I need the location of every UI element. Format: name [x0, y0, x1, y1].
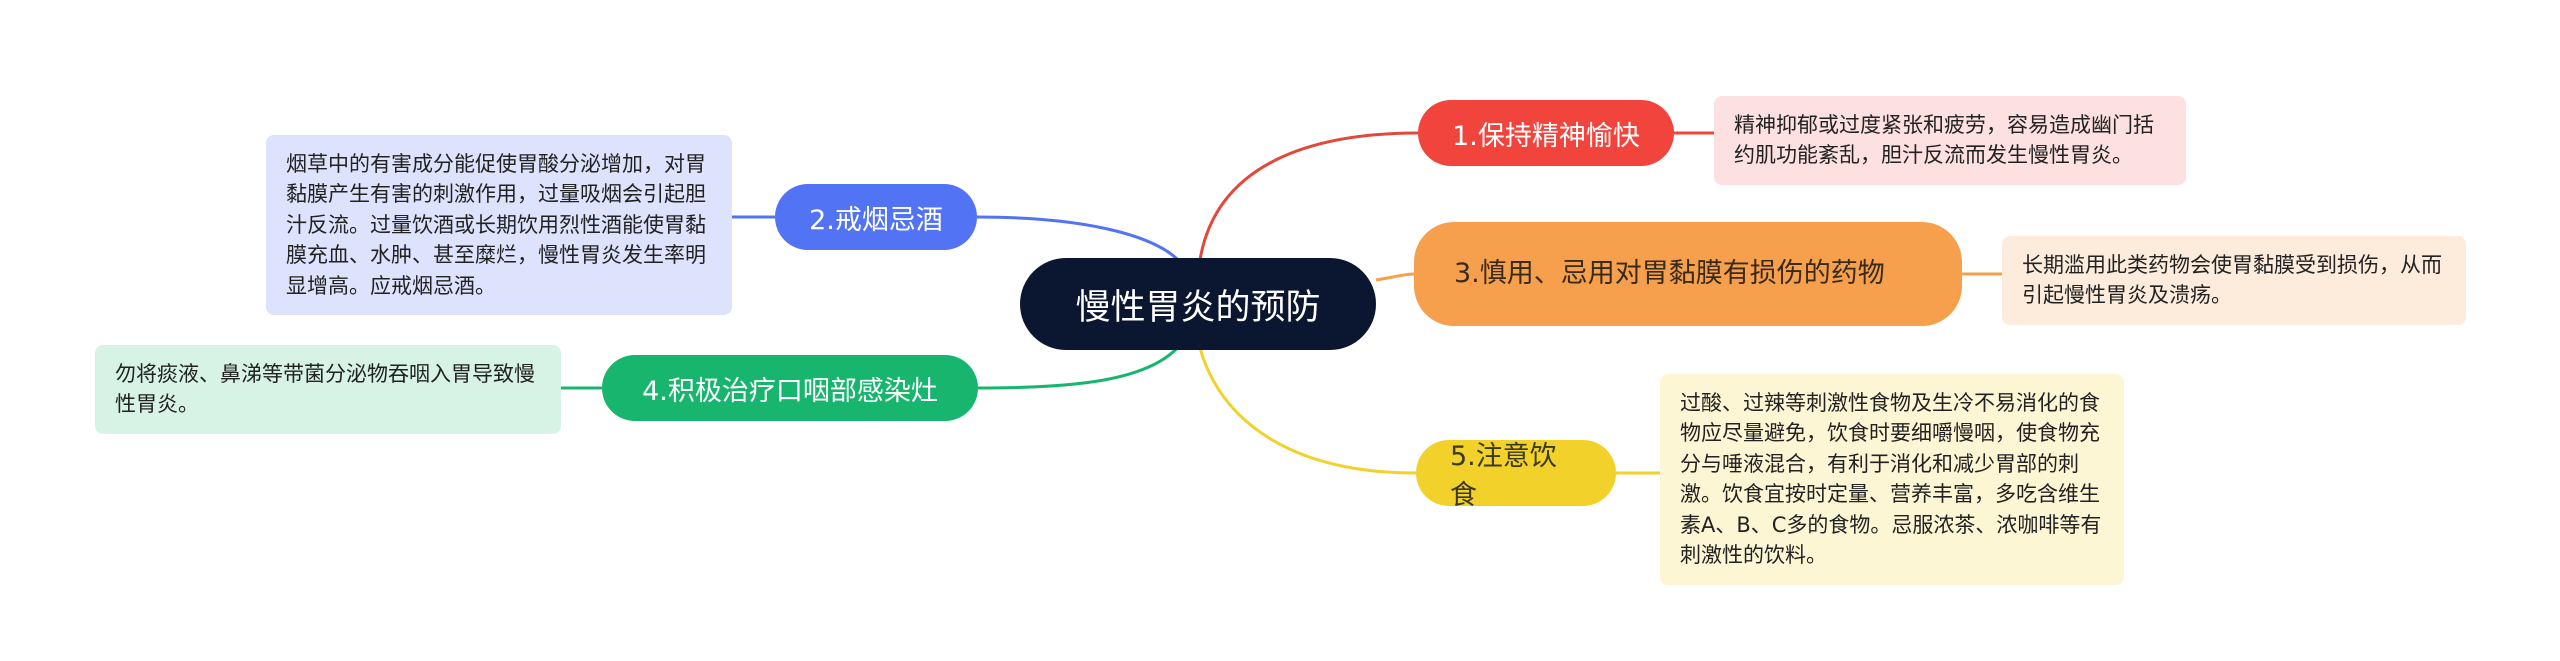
branch-4-label: 4.积极治疗口咽部感染灶 — [642, 375, 938, 407]
note-2[interactable]: 烟草中的有害成分能促使胃酸分泌增加，对胃黏膜产生有害的刺激作用，过量吸烟会引起胆… — [266, 135, 732, 316]
note-3[interactable]: 长期滥用此类药物会使胃黏膜受到损伤，从而引起慢性胃炎及溃疡。 — [2002, 236, 2466, 325]
branch-1-label: 1.保持精神愉快 — [1452, 120, 1640, 152]
note-5[interactable]: 过酸、过辣等刺激性食物及生冷不易消化的食物应尽量避免，饮食时要细嚼慢咽，使食物充… — [1660, 374, 2124, 585]
link-root-b1 — [1198, 131, 1419, 261]
root-node[interactable]: 慢性胃炎的预防 — [1020, 258, 1376, 350]
note-2-text: 烟草中的有害成分能促使胃酸分泌增加，对胃黏膜产生有害的刺激作用，过量吸烟会引起胆… — [286, 152, 706, 298]
branch-5-label: 5.注意饮食 — [1450, 441, 1557, 511]
branch-5[interactable]: 5.注意饮食 — [1416, 440, 1616, 511]
note-5-text: 过酸、过辣等刺激性食物及生冷不易消化的食物应尽量避免，饮食时要细嚼慢咽，使食物充… — [1680, 391, 2102, 568]
link-root-b4 — [977, 344, 1182, 390]
link-root-b5 — [1198, 347, 1417, 475]
branch-1[interactable]: 1.保持精神愉快 — [1418, 100, 1674, 166]
link-root-b3 — [1375, 272, 1415, 282]
note-4[interactable]: 勿将痰液、鼻涕等带菌分泌物吞咽入胃导致慢性胃炎。 — [95, 345, 561, 434]
branch-2-label: 2.戒烟忌酒 — [809, 204, 943, 236]
note-4-text: 勿将痰液、鼻涕等带菌分泌物吞咽入胃导致慢性胃炎。 — [115, 362, 535, 417]
link-root-b2 — [976, 215, 1182, 264]
note-1[interactable]: 精神抑郁或过度紧张和疲劳，容易造成幽门括约肌功能紊乱，胆汁反流而发生慢性胃炎。 — [1714, 96, 2186, 185]
branch-3[interactable]: 3.慎用、忌用对胃黏膜有损伤的药物 — [1414, 222, 1962, 326]
note-3-text: 长期滥用此类药物会使胃黏膜受到损伤，从而引起慢性胃炎及溃疡。 — [2022, 253, 2442, 308]
note-1-text: 精神抑郁或过度紧张和疲劳，容易造成幽门括约肌功能紊乱，胆汁反流而发生慢性胃炎。 — [1734, 113, 2154, 168]
branch-4[interactable]: 4.积极治疗口咽部感染灶 — [602, 355, 978, 421]
branch-3-label: 3.慎用、忌用对胃黏膜有损伤的药物 — [1454, 257, 1885, 289]
branch-2[interactable]: 2.戒烟忌酒 — [775, 184, 977, 250]
root-label: 慢性胃炎的预防 — [1075, 287, 1321, 328]
